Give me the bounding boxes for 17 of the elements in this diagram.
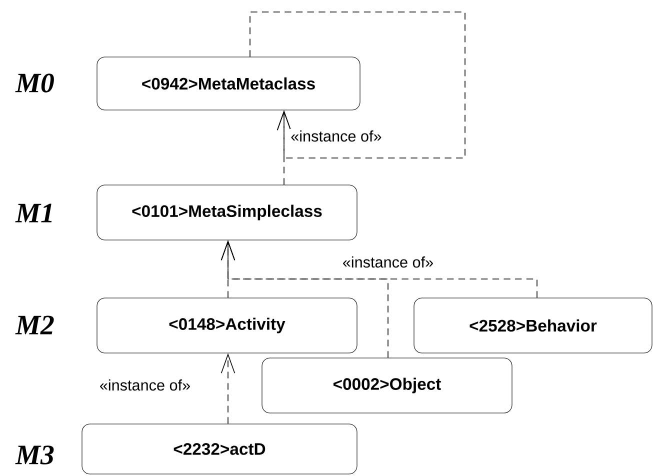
edge-label: «instance of» [341, 255, 435, 269]
edge-label: «instance of» [98, 378, 192, 392]
class-box: <0148>Activity [96, 298, 358, 354]
level-label: M1 [15, 204, 52, 222]
level-label: M0 [15, 74, 54, 92]
class-box: <2232>actD [82, 424, 358, 474]
dashed-arrow [220, 240, 538, 298]
dashed-arrow [250, 12, 466, 158]
edge-label: «instance of» [289, 129, 384, 143]
class-box: <0942>MetaMetaclass [96, 56, 360, 110]
class-box: <0002>Object [262, 358, 512, 414]
level-label: M3 [15, 446, 54, 464]
dashed-arrow [276, 110, 292, 186]
class-box: <2528>Behavior [414, 298, 652, 354]
class-box: <0101>MetaSimpleclass [96, 184, 358, 240]
level-label: M2 [15, 316, 54, 334]
dashed-arrow [220, 353, 236, 424]
